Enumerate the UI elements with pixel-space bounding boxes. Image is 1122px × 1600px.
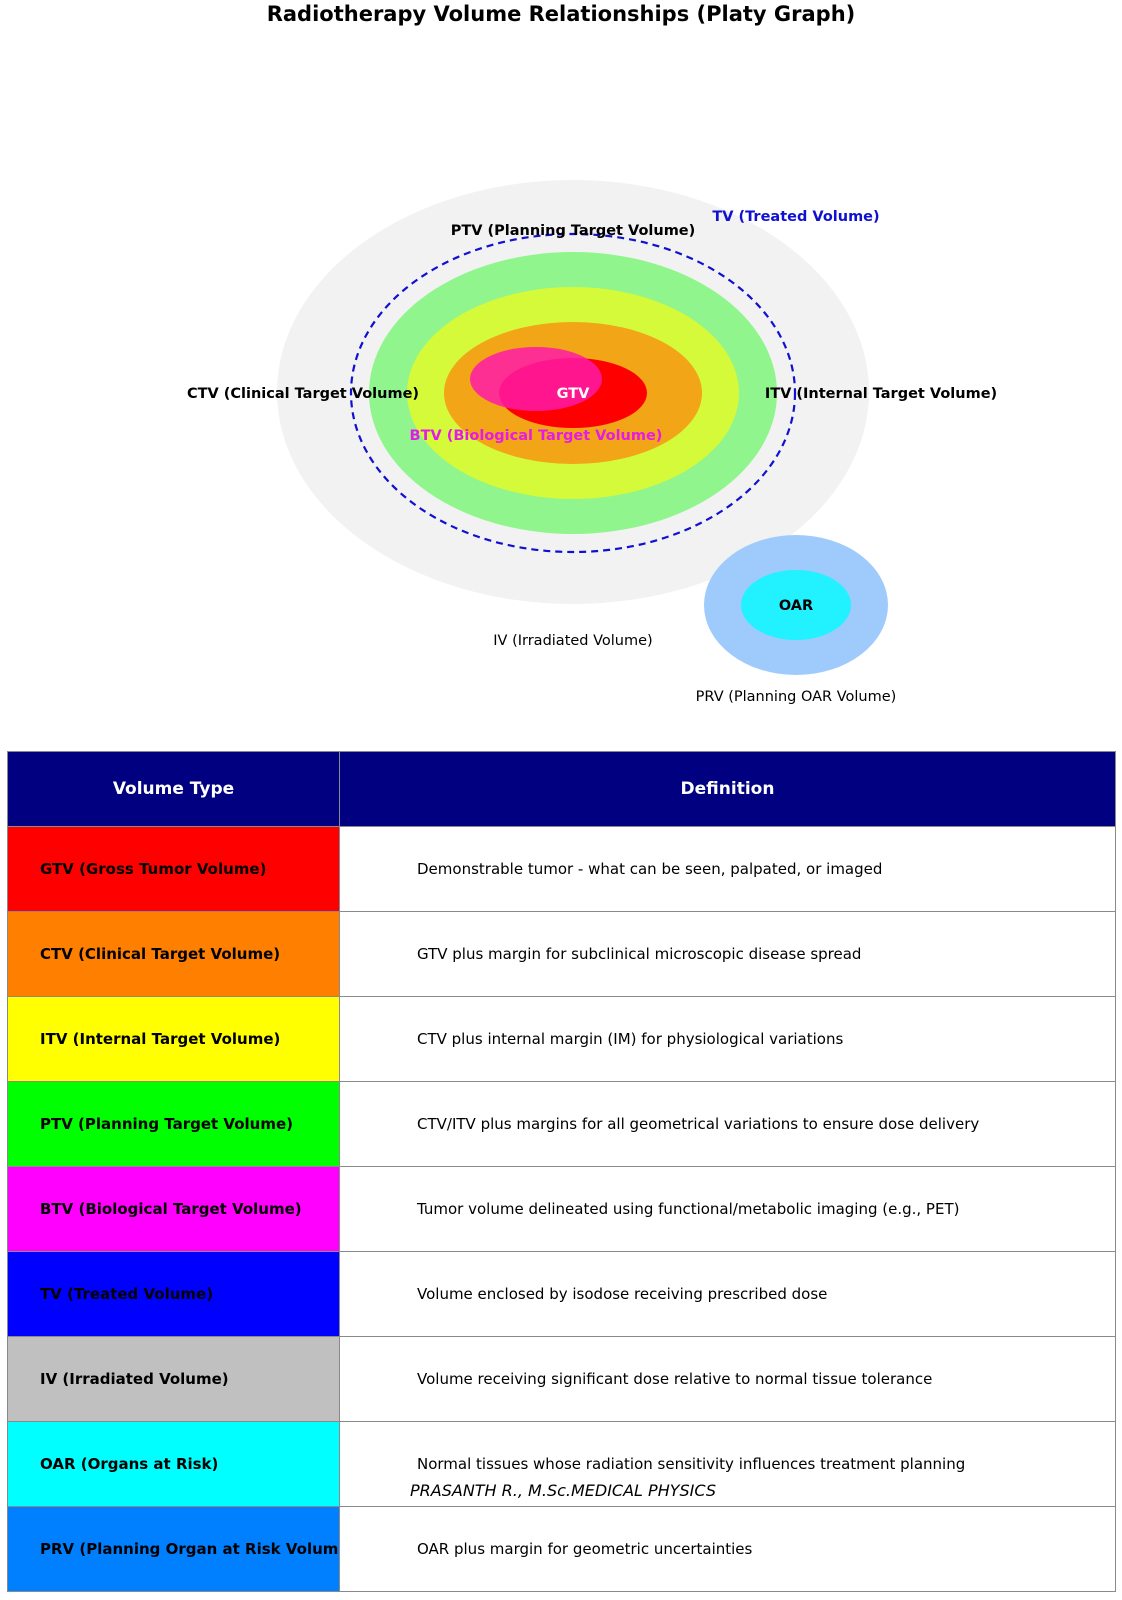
- volume-type-cell: PRV (Planning Organ at Risk Volume): [7, 1506, 340, 1592]
- definition-cell: Volume enclosed by isodose receiving pre…: [339, 1251, 1116, 1337]
- itv-label: ITV (Internal Target Volume): [765, 386, 997, 402]
- volume-definitions-table: Volume Type Definition GTV (Gross Tumor …: [7, 751, 1116, 1592]
- tv-boundary: [349, 232, 797, 554]
- btv-label: BTV (Biological Target Volume): [410, 428, 663, 444]
- definition-cell: CTV plus internal margin (IM) for physio…: [339, 996, 1116, 1082]
- volume-type-cell: TV (Treated Volume): [7, 1251, 340, 1337]
- btv-region: [470, 347, 602, 411]
- gtv-label: GTV: [557, 386, 591, 402]
- definition-cell: CTV/ITV plus margins for all geometrical…: [339, 1081, 1116, 1167]
- definition-cell: Demonstrable tumor - what can be seen, p…: [339, 826, 1116, 912]
- tv-label: TV (Treated Volume): [712, 209, 879, 225]
- table-row: BTV (Biological Target Volume)Tumor volu…: [7, 1166, 1116, 1252]
- definition-cell: GTV plus margin for subclinical microsco…: [339, 911, 1116, 997]
- table-row: PTV (Planning Target Volume)CTV/ITV plus…: [7, 1081, 1116, 1167]
- volume-type-cell: ITV (Internal Target Volume): [7, 996, 340, 1082]
- ctv-label: CTV (Clinical Target Volume): [187, 386, 419, 402]
- table-row: TV (Treated Volume)Volume enclosed by is…: [7, 1251, 1116, 1337]
- page-title: Radiotherapy Volume Relationships (Platy…: [266, 2, 856, 26]
- iv-label: IV (Irradiated Volume): [493, 633, 652, 649]
- volume-type-cell: CTV (Clinical Target Volume): [7, 911, 340, 997]
- volume-type-cell: GTV (Gross Tumor Volume): [7, 826, 340, 912]
- table-row: PRV (Planning Organ at Risk Volume)OAR p…: [7, 1506, 1116, 1592]
- volume-type-cell: BTV (Biological Target Volume): [7, 1166, 340, 1252]
- volume-type-cell: OAR (Organs at Risk): [7, 1421, 340, 1507]
- prv-label: PRV (Planning OAR Volume): [696, 689, 897, 705]
- definition-cell: Volume receiving significant dose relati…: [339, 1336, 1116, 1422]
- author-credit: PRASANTH R., M.Sc.MEDICAL PHYSICS: [410, 1481, 716, 1500]
- definition-cell: OAR plus margin for geometric uncertaint…: [339, 1506, 1116, 1592]
- volume-type-cell: IV (Irradiated Volume): [7, 1336, 340, 1422]
- table-body: GTV (Gross Tumor Volume)Demonstrable tum…: [7, 826, 1116, 1592]
- header-definition: Definition: [339, 751, 1116, 827]
- table-row: CTV (Clinical Target Volume)GTV plus mar…: [7, 911, 1116, 997]
- header-volume-type: Volume Type: [7, 751, 340, 827]
- ptv-label: PTV (Planning Target Volume): [451, 223, 696, 239]
- table-row: GTV (Gross Tumor Volume)Demonstrable tum…: [7, 826, 1116, 912]
- table-row: OAR (Organs at Risk)Normal tissues whose…: [7, 1421, 1116, 1507]
- oar-label: OAR: [779, 598, 813, 614]
- oar-region: [741, 570, 851, 640]
- table-header-row: Volume Type Definition: [7, 751, 1116, 827]
- volume-type-cell: PTV (Planning Target Volume): [7, 1081, 340, 1167]
- definition-cell: Tumor volume delineated using functional…: [339, 1166, 1116, 1252]
- table-row: IV (Irradiated Volume)Volume receiving s…: [7, 1336, 1116, 1422]
- volume-diagram: TV (Treated Volume) PTV (Planning Target…: [187, 180, 997, 705]
- table-row: ITV (Internal Target Volume)CTV plus int…: [7, 996, 1116, 1082]
